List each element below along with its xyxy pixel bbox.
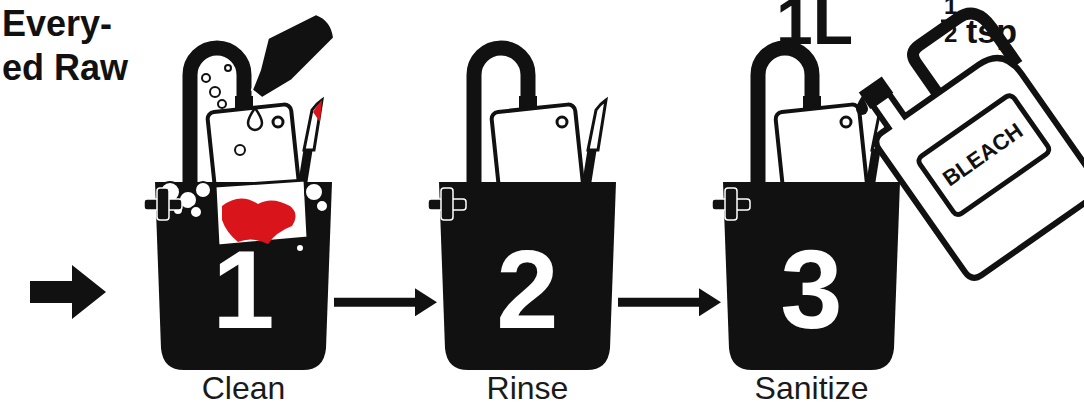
bubble [296, 244, 304, 252]
basin-outline [155, 182, 332, 370]
sink-basin: 3Sanitize [723, 182, 900, 370]
faucet [474, 48, 538, 190]
jug-cap [859, 76, 893, 108]
soap-drop [248, 108, 262, 130]
blood-stain [222, 198, 296, 244]
note-text: ed Raw [2, 50, 128, 86]
step-number: 3 [723, 234, 900, 346]
step-caption: Rinse [389, 371, 666, 406]
faucet [758, 48, 822, 190]
brand-label: BLEACH [939, 120, 1027, 191]
tap-handle [712, 188, 750, 220]
cutting-board [215, 180, 308, 246]
step-caption: Sanitize [673, 371, 950, 406]
bubble [190, 206, 202, 218]
bubble [305, 183, 323, 201]
soap-bottle [252, 14, 334, 98]
sink-basin: 1Clean [155, 182, 332, 370]
tap-handle [144, 188, 182, 220]
step-caption: Clean [105, 371, 382, 406]
tap-handle [428, 188, 466, 220]
jug-label [917, 93, 1051, 216]
bubble [210, 87, 220, 97]
basin-outline [439, 182, 616, 370]
step-number: 2 [439, 234, 616, 346]
note-text: 1 [944, 0, 957, 18]
sink-basin: 2Rinse [439, 182, 616, 370]
bubble [160, 182, 180, 202]
bubble [202, 74, 210, 82]
bubble [179, 191, 197, 209]
bubble [195, 182, 211, 198]
lead-arrow [30, 265, 106, 319]
basin-outline [723, 182, 900, 370]
note-text: Every- [2, 6, 112, 42]
faucet [190, 48, 254, 190]
jug-handle [909, 5, 1017, 111]
bleach-drop [856, 96, 868, 115]
step-number: 1 [155, 234, 332, 346]
flow-arrow [618, 298, 699, 307]
bubble [225, 65, 231, 71]
flow-arrow [334, 298, 415, 307]
note-text: 1L [776, 0, 853, 54]
note-text: tsp [966, 14, 1017, 48]
blood-stain [313, 100, 322, 122]
bubble [218, 100, 226, 108]
note-text: 2 [944, 22, 957, 46]
bubble [316, 200, 328, 212]
bubble [235, 145, 245, 155]
bubble [173, 205, 183, 215]
